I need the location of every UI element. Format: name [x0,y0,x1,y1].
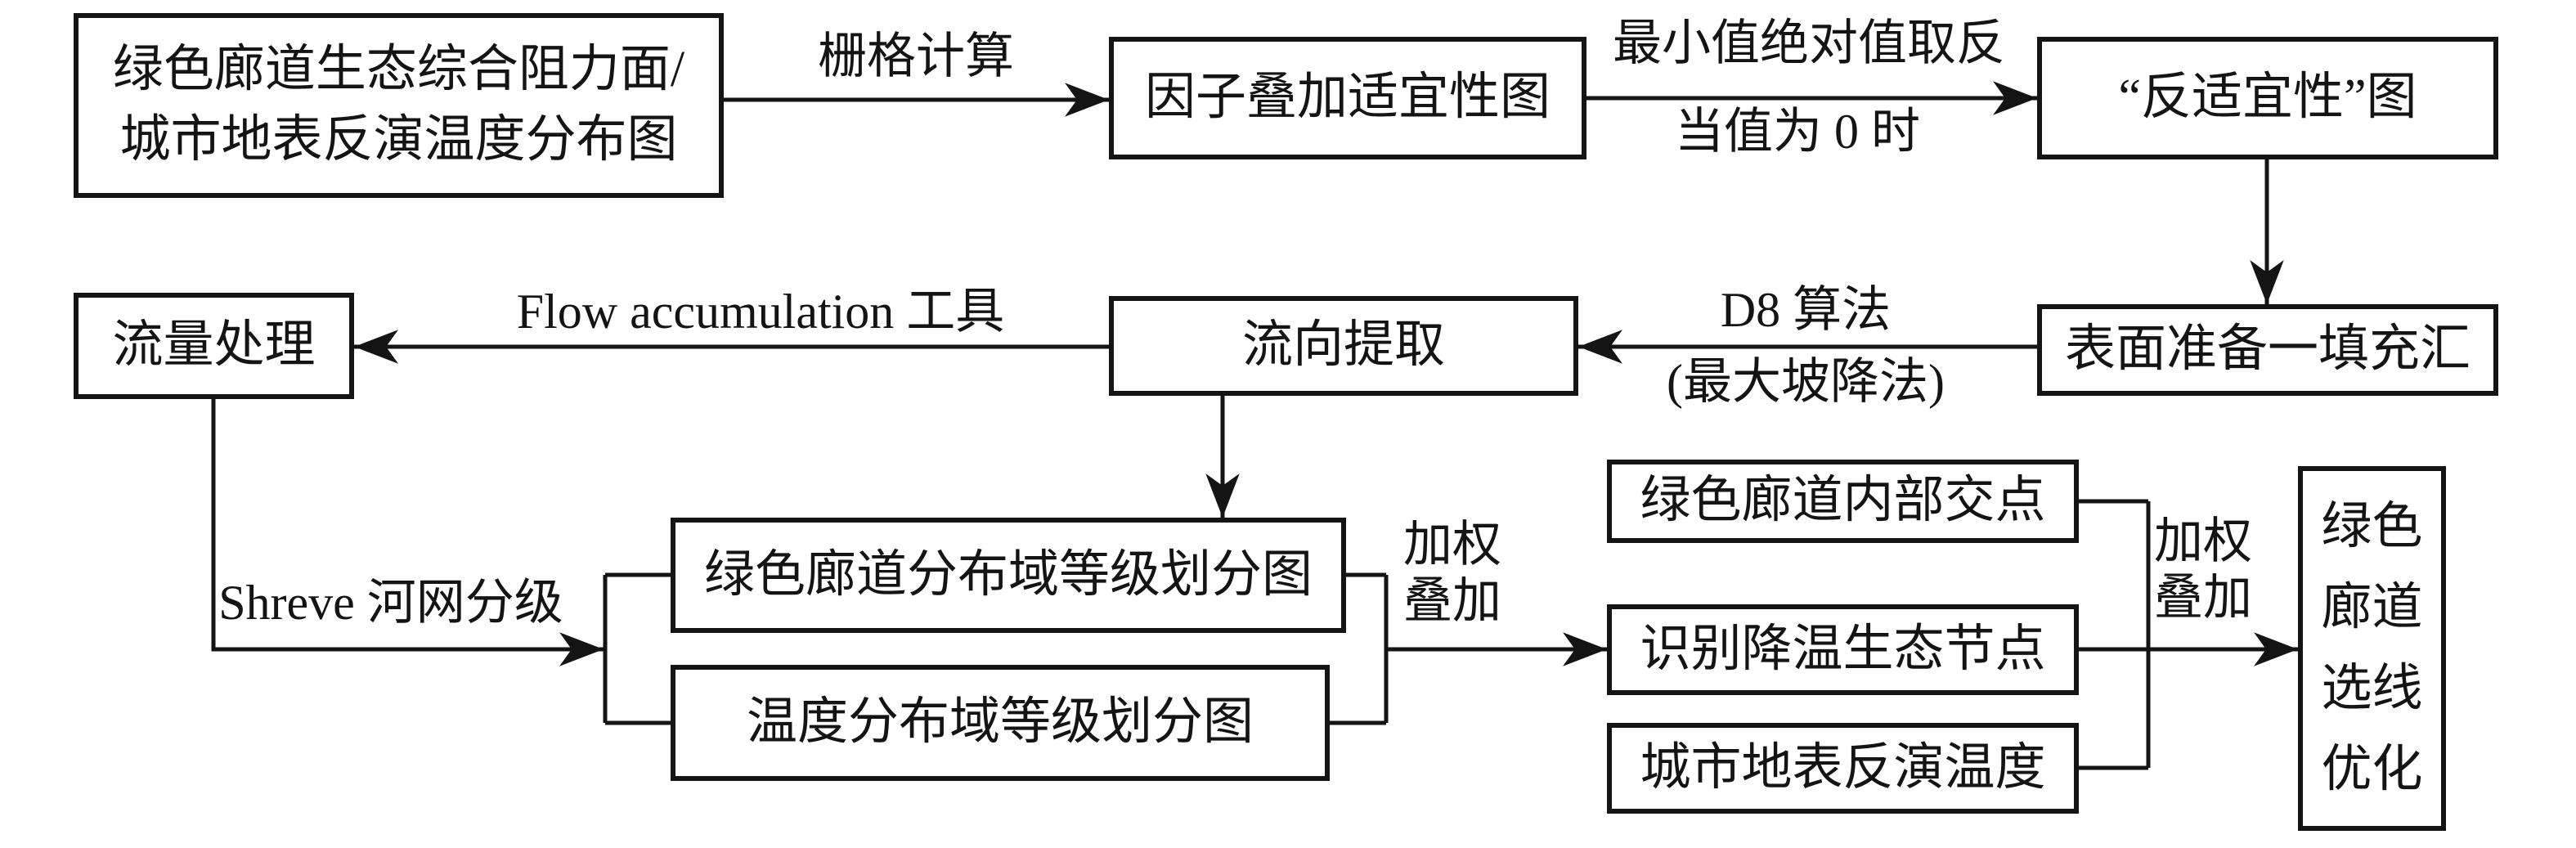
edge-label-min-abs-invert-line2: 当值为 0 时 [1675,105,1920,159]
node-identify-cooling-eco-nodes: 识别降温生态节点 [1607,604,2079,695]
node-flow-processing: 流量处理 [74,293,354,399]
edge-flow-processing-shreve [211,399,604,666]
edge-label-min-abs-invert-line1: 最小值绝对值取反 [1613,16,2005,70]
node-factor-overlay-suitability-map: 因子叠加适宜性图 [1109,37,1586,159]
edge-label-max-slope-method: (最大坡降法) [1667,355,1945,409]
edge-label-d8-algorithm: D8 算法 [1720,283,1892,337]
node-label: 表面准备一填充汇 [2064,321,2471,378]
edge-label-flow-accumulation-tool: Flow accumulation 工具 [516,285,1005,339]
node-green-corridor-grading-map: 绿色廊道分布域等级划分图 [671,518,1346,633]
node-flow-direction-extraction: 流向提取 [1109,296,1578,396]
node-label: 流量处理 [112,317,316,374]
node-label: 绿色廊道分布域等级划分图 [703,546,1313,603]
edge-label-weighted-overlay-1: 加权 叠加 [1403,518,1501,628]
node-anti-suitability-map: “反适宜性”图 [2037,37,2498,159]
edge-label-shreve-stream-ordering: Shreve 河网分级 [218,576,563,630]
node-temperature-grading-map: 温度分布域等级划分图 [671,665,1330,781]
edge-label-raster-calculation: 栅格计算 [818,29,1014,83]
node-label: 绿色廊道内部交点 [1640,473,2046,529]
node-label: 绿色 廊道 选线 优化 [2321,498,2423,798]
node-label: 绿色廊道生态综合阻力面/ 城市地表反演温度分布图 [112,42,685,168]
node-label: 流向提取 [1241,317,1445,374]
node-label: “反适宜性”图 [2118,70,2417,126]
node-green-corridor-internal-intersections: 绿色廊道内部交点 [1607,460,2079,543]
node-surface-preparation-fill-sinks: 表面准备一填充汇 [2037,304,2498,396]
node-resistance-temperature-source: 绿色廊道生态综合阻力面/ 城市地表反演温度分布图 [74,13,724,198]
edge-label-weighted-overlay-2: 加权 叠加 [2154,514,2252,625]
node-label: 识别降温生态节点 [1640,621,2046,677]
node-label: 温度分布域等级划分图 [746,694,1254,751]
node-green-corridor-route-optimization: 绿色 廊道 选线 优化 [2298,466,2446,831]
node-urban-surface-inversion-temperature: 城市地表反演温度 [1607,723,2079,814]
node-label: 城市地表反演温度 [1640,739,2046,796]
node-label: 因子叠加适宜性图 [1144,70,1551,126]
